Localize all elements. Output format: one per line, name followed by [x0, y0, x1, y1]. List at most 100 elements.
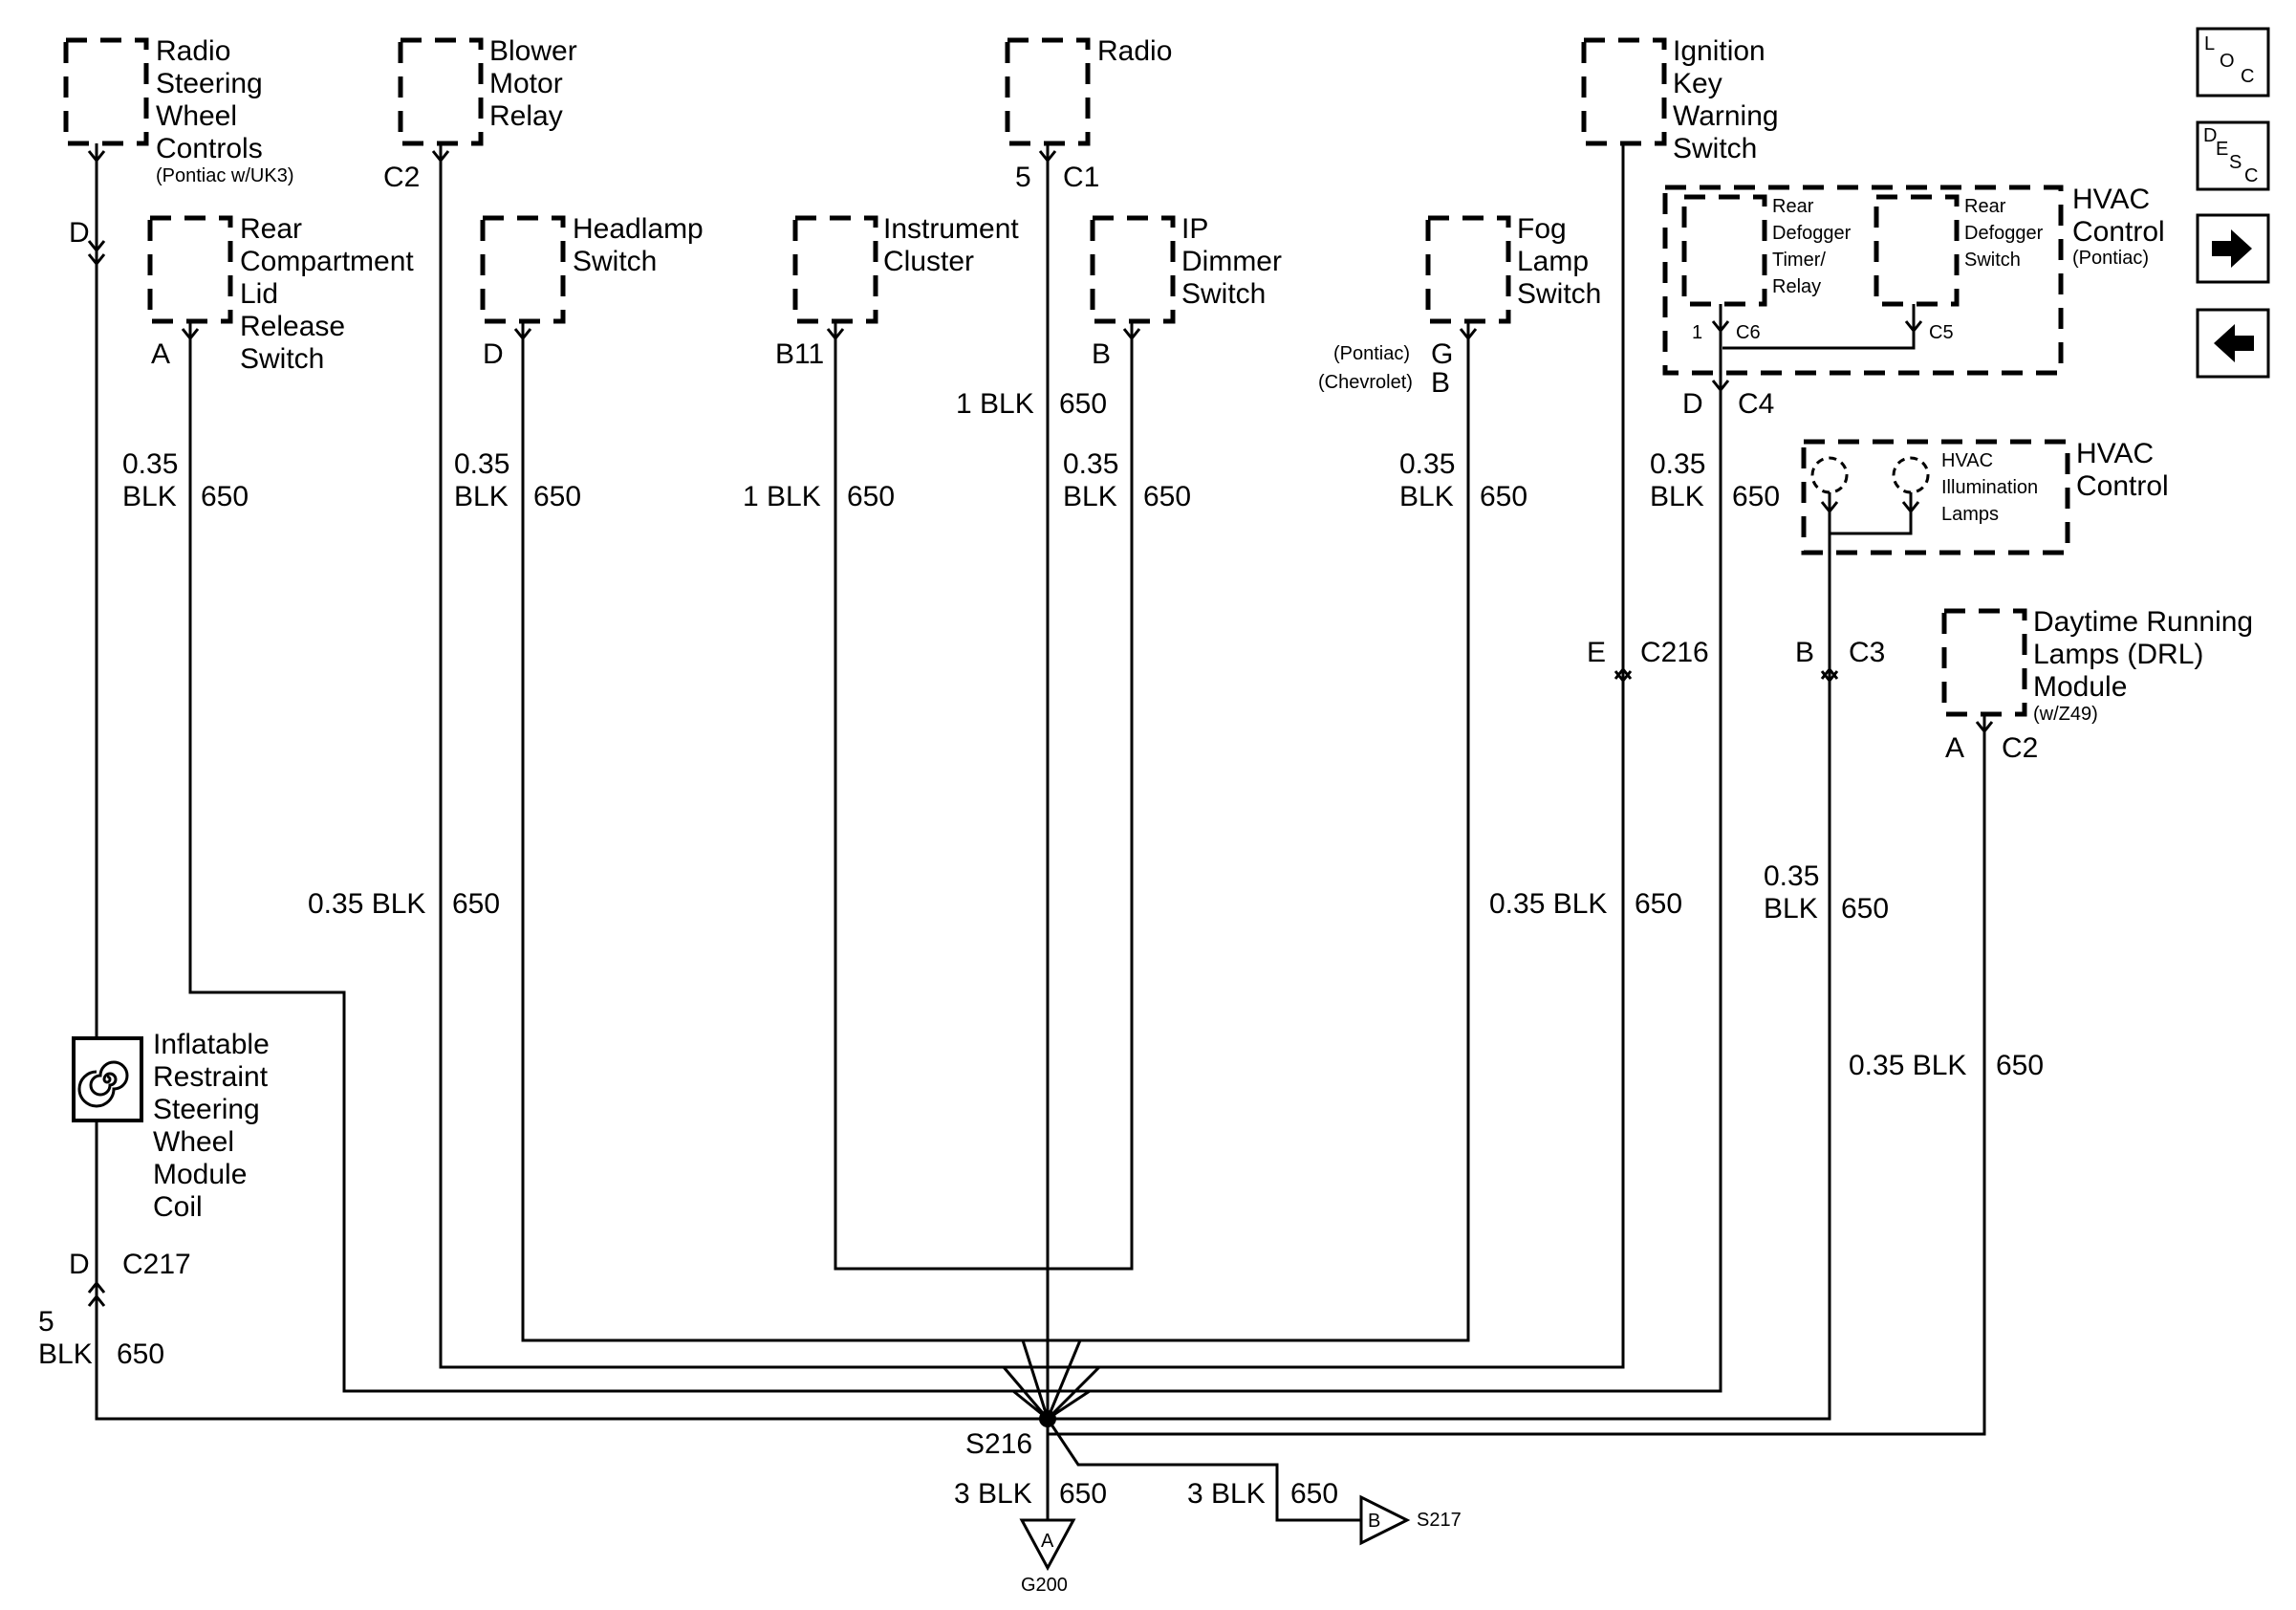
label-line: Daytime Running [2033, 606, 2253, 638]
connector-label: C3 [1849, 637, 1885, 668]
rear-compartment-lid-release-switch: Rear Compartment Lid Release Switch A [147, 213, 414, 375]
wire-gauge: 0.35 [1650, 448, 1705, 480]
wire-gauge: BLK [1399, 481, 1454, 512]
loc-letter: C [2241, 66, 2254, 87]
pin-label: A [151, 338, 170, 370]
wire-gauge: 3 BLK [954, 1478, 1032, 1510]
label-line: IP [1181, 213, 1208, 245]
wire-hvac-c3 [1048, 511, 1831, 1421]
wire-circuit: 650 [201, 481, 249, 512]
wire-hvac-c4 [1048, 390, 1722, 1393]
label-line: Compartment [240, 246, 414, 277]
connector-label: C216 [1640, 637, 1709, 668]
splice-dot [1039, 1410, 1056, 1427]
label-line: Blower [489, 35, 577, 67]
wire-gauge: BLK [38, 1338, 93, 1370]
offpage-connector-s217[interactable]: B S217 [1359, 1494, 1462, 1546]
label-line: Lamps (DRL) [2033, 639, 2203, 670]
label-line: Coil [153, 1191, 203, 1223]
coil-spiral-icon [77, 1060, 129, 1108]
pin-label: D [483, 338, 504, 370]
option-note: (Pontiac w/UK3) [156, 165, 294, 186]
label-line: Wheel [156, 100, 237, 132]
wire-circuit: 650 [117, 1338, 164, 1370]
connector-label: C2 [383, 162, 420, 193]
pin-label: D [1682, 388, 1703, 420]
wire-instrument [834, 338, 1048, 1271]
pin-label: B11 [775, 338, 824, 370]
wire-circuit: 650 [847, 481, 895, 512]
label-line: Switch [573, 246, 657, 277]
label-line: Steering [153, 1094, 260, 1125]
inflatable-restraint-coil: Inflatable Restraint Steering Wheel Modu… [72, 1029, 270, 1223]
wire-gauge: BLK [122, 481, 177, 512]
label-line: Radio [1097, 35, 1172, 67]
arrow-right-icon [2212, 229, 2252, 268]
wire-gauge: 0.35 BLK [308, 888, 425, 920]
label-line: Controls [156, 133, 263, 164]
label-line: Module [2033, 671, 2127, 703]
offpage-name: S217 [1417, 1510, 1462, 1531]
label-line: Illumination [1941, 477, 2038, 498]
fog-lamp-switch: Fog Lamp Switch (Pontiac) G (Chevrolet) … [1318, 213, 1601, 399]
ground-symbol: A G200 [1019, 1518, 1076, 1596]
loc-button[interactable]: L O C [2196, 27, 2270, 98]
inline-connectors: D D C217 E C216 B C3 [69, 217, 1885, 1307]
pin-label: 1 [1692, 322, 1702, 343]
ignition-key-warning-switch: Ignition Key Warning Switch [1581, 35, 1779, 164]
option-note: (Chevrolet) [1318, 372, 1413, 393]
label-line: Switch [1181, 278, 1266, 310]
wire-gauge: BLK [454, 481, 509, 512]
label-line: Ignition [1673, 35, 1765, 67]
wire-circuit: 650 [1059, 388, 1107, 420]
label-line: Instrument [883, 213, 1019, 245]
desc-button[interactable]: D E S C [2196, 120, 2270, 191]
blower-motor-relay: Blower Motor Relay C2 [383, 35, 577, 193]
radio-steering-wheel-controls: Radio Steering Wheel Controls (Pontiac w… [63, 35, 294, 186]
wire-gauge: BLK [1063, 481, 1117, 512]
wire-fog [1048, 338, 1470, 1342]
wire-ignition-key [1048, 143, 1625, 1369]
label-line: Key [1673, 68, 1722, 99]
wire-gauge: 1 BLK [743, 481, 821, 512]
label-line: Lid [240, 278, 278, 310]
offpage-letter: B [1368, 1511, 1380, 1532]
label-line: Rear [240, 213, 302, 245]
pin-label: D [69, 1249, 90, 1280]
label-line: Warning [1673, 100, 1779, 132]
wire-headlamp [521, 338, 1048, 1342]
label-line: Release [240, 311, 345, 342]
label-line: Wheel [153, 1126, 234, 1158]
wire-blower [439, 161, 1048, 1369]
label-line: Rear [1964, 196, 2006, 217]
wire-to-s217 [1046, 1418, 1361, 1522]
wire-circuit: 650 [1290, 1478, 1338, 1510]
label-line: Switch [240, 343, 324, 375]
radio: Radio 5 C1 [1005, 35, 1172, 193]
label-line: Radio [156, 35, 230, 67]
wire-circuit: 650 [1996, 1050, 2044, 1081]
label-line: Motor [489, 68, 563, 99]
wire-circuit: 650 [1143, 481, 1191, 512]
pin-label: D [69, 217, 90, 249]
label-line: Timer/ [1772, 250, 1826, 271]
label-line: Relay [489, 100, 563, 132]
wire-circuit: 650 [1480, 481, 1527, 512]
wire-gauge: 0.35 BLK [1489, 888, 1607, 920]
option-note: (w/Z49) [2033, 704, 2098, 725]
label-line: Fog [1517, 213, 1567, 245]
wire-gauge: 0.35 [1399, 448, 1455, 480]
connector-label: C6 [1736, 322, 1761, 343]
label-line: Control [2076, 470, 2169, 502]
previous-page-button[interactable] [2196, 308, 2270, 379]
label-line: Inflatable [153, 1029, 270, 1060]
label-line: HVAC [2076, 438, 2154, 469]
label-line: Steering [156, 68, 263, 99]
ip-dimmer-switch: IP Dimmer Switch B [1090, 213, 1282, 370]
wire-ip-dimmer [1048, 338, 1134, 1271]
next-page-button[interactable] [2196, 213, 2270, 284]
connector-label: C217 [122, 1249, 191, 1280]
connector-label: C4 [1738, 388, 1774, 420]
wire-circuit: 650 [1635, 888, 1682, 920]
